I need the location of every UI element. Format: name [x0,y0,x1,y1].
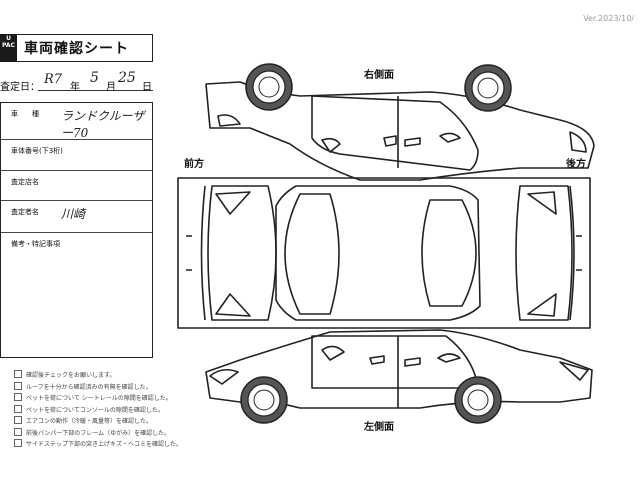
right-side-label: 右側面 [364,70,394,81]
form-row-vin: 車体番号(下3桁) [1,140,152,171]
appraiser-value: 川崎 [61,207,86,221]
upac-logo: U PAC [0,34,17,62]
version-text: Ver.2023/10/ [583,14,634,23]
form-row-remarks: 備考・特記事項 [1,233,152,357]
car-model-value: ランドクルーザー70 [61,109,145,140]
date-day-value: 25 [118,70,136,86]
checklist-notes: 確認後チェックをお願いします。 ルーフを十分から確認済みの有無を確認した。 ペッ… [14,370,182,451]
checklist-item: 確認後チェックをお願いします。 [14,370,182,382]
date-month-value: 5 [90,70,99,86]
store-label: 査定店名 [11,178,39,186]
right-side-view [205,81,595,181]
month-unit: 月 [106,82,116,93]
info-form: 車 種 ランドクルーザー70 車体番号(下3桁) 査定店名 査定者名 川崎 備考… [0,102,153,358]
checkbox-icon [14,439,22,447]
car-model-label: 車 種 [11,110,39,118]
checkbox-icon [14,427,22,436]
date-label: 査定日： [0,82,40,93]
rear-label: 後方 [566,159,586,170]
checkbox-icon [14,370,22,378]
form-row-appraiser: 査定者名 川崎 [1,201,152,233]
day-unit: 日 [142,82,152,93]
wheel-icon [454,376,502,424]
vin-label: 車体番号(下3桁) [11,147,63,155]
checklist-item: 前後バンパー下部のフレーム（ゆがみ）を確認した。 [14,427,182,440]
checkbox-icon [14,393,22,401]
checklist-item: ルーフを十分から確認済みの有無を確認した。 [14,381,182,394]
checklist-item: ペットを荷についてコンソールの隙間を確認した。 [14,404,182,417]
wheel-icons [240,63,512,424]
appraiser-label: 査定者名 [11,208,39,216]
wheel-icon [245,63,293,111]
form-row-car-model: 車 種 ランドクルーザー70 [1,103,152,140]
front-label: 前方 [184,159,204,170]
wheel-icon [240,376,288,424]
date-era-value: R7 [44,72,63,87]
page-title: 車両確認シート [24,41,129,57]
checklist-item: サイドステップ下部の突き上げキズ・ヘコミを確認した。 [14,439,182,451]
checklist-item: ペットを荷について シートレールの隙間を確認した。 [14,393,182,405]
checklist-item: エアコンの動作（冷暖・風量等）を確認した。 [14,416,182,428]
left-side-label: 左側面 [364,422,394,433]
top-view [177,177,591,329]
checkbox-icon [14,416,22,424]
remarks-label: 備考・特記事項 [11,240,60,248]
checkbox-icon [14,404,22,413]
date-underline [38,90,153,91]
checkbox-icon [14,381,22,390]
wheel-icon [464,64,512,112]
form-row-store: 査定店名 [1,171,152,201]
year-unit: 年 [70,82,80,93]
